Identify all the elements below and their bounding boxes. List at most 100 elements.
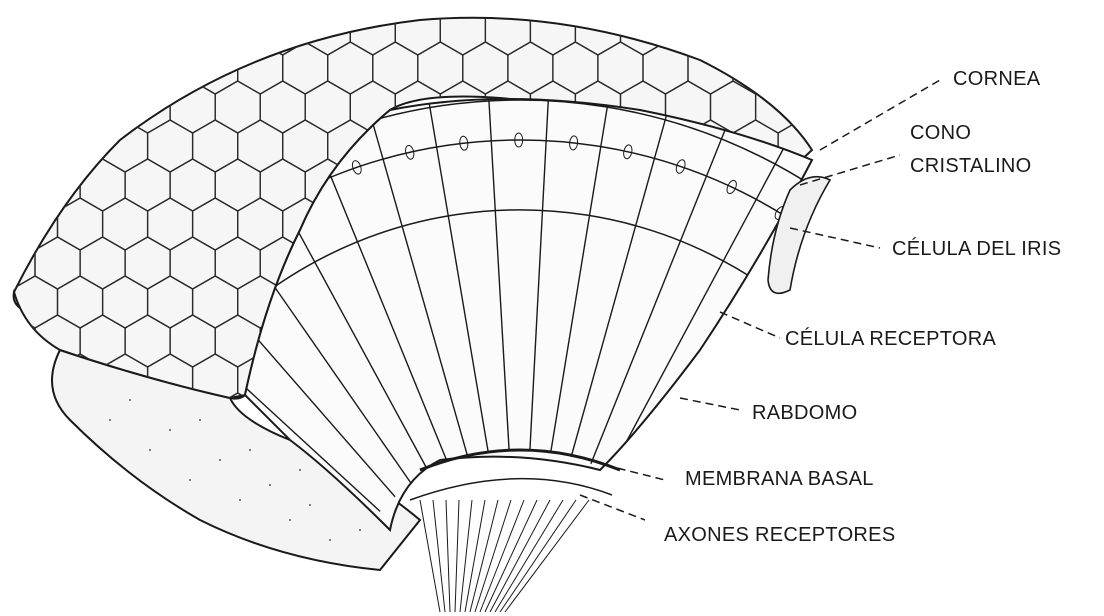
facet-hexagon <box>891 3 936 55</box>
facet-hexagon <box>801 237 846 289</box>
leader-receptora <box>720 312 780 338</box>
facet-hexagon <box>846 3 891 55</box>
facet-hexagon <box>868 120 913 172</box>
leader-cono <box>800 155 900 185</box>
facet-hexagon <box>13 42 58 94</box>
facet-hexagon <box>35 81 80 133</box>
facet-hexagon <box>1026 549 1071 601</box>
ommatidium-wall <box>684 358 1004 545</box>
facet-hexagon <box>1003 0 1048 16</box>
label-axones-receptores: AXONES RECEPTORES <box>664 522 895 548</box>
facet-hexagon <box>688 0 733 16</box>
facet-hexagon <box>868 354 913 406</box>
facet-hexagon <box>891 549 936 601</box>
facet-hexagon <box>711 393 756 445</box>
facet-hexagon <box>148 510 193 562</box>
facet-hexagon <box>13 354 58 406</box>
receptor-nucleus <box>929 357 945 371</box>
facet-hexagon <box>0 159 35 211</box>
facet-hexagon <box>666 549 711 601</box>
facet-hexagon <box>1003 510 1048 562</box>
label-rabdomo: RABDOMO <box>752 400 857 426</box>
facet-hexagon <box>981 393 1026 445</box>
axon-fibre <box>420 500 440 612</box>
facet-hexagon <box>823 0 868 16</box>
facet-hexagon <box>440 549 485 601</box>
facet-hexagon <box>621 549 666 601</box>
axon-fibre <box>470 500 498 612</box>
facet-hexagon <box>958 432 1003 484</box>
facet-hexagon <box>733 0 778 16</box>
facet-hexagon <box>13 432 58 484</box>
facet-hexagon <box>0 393 35 445</box>
facet-hexagon <box>1003 354 1048 406</box>
facet-hexagon <box>58 0 103 16</box>
facet-hexagon <box>733 354 778 406</box>
leader-axones <box>580 495 645 520</box>
facet-hexagon <box>103 510 148 562</box>
facet-hexagon <box>58 120 103 172</box>
facet-hexagon <box>0 354 13 406</box>
facet-hexagon <box>215 3 260 55</box>
facet-hexagon <box>868 276 913 328</box>
label-cornea: CORNEA <box>953 66 1040 92</box>
facet-hexagon <box>958 510 1003 562</box>
facet-hexagon <box>0 510 13 562</box>
facet-hexagon <box>13 120 58 172</box>
facet-hexagon <box>688 354 733 406</box>
facet-hexagon <box>958 276 1003 328</box>
facet-hexagon <box>0 276 13 328</box>
label-cono-line1: CONO <box>910 120 971 146</box>
facet-hexagon <box>103 42 148 94</box>
facet-hexagon <box>868 0 913 16</box>
facet-hexagon <box>0 549 35 601</box>
facet-hexagon <box>823 120 868 172</box>
facet-hexagon <box>711 3 756 55</box>
facet-hexagon <box>801 81 846 133</box>
receptor-nucleus <box>1007 563 1022 573</box>
facet-hexagon <box>801 549 846 601</box>
facet-hexagon <box>778 0 823 16</box>
facet-hexagon <box>0 198 13 250</box>
facet-hexagon <box>125 3 170 55</box>
facet-hexagon <box>463 0 508 16</box>
receptor-nucleus <box>818 236 833 252</box>
label-celula-iris: CÉLULA DEL IRIS <box>892 236 1061 262</box>
facet-hexagon <box>936 3 981 55</box>
facet-hexagon <box>868 42 913 94</box>
facet-hexagon <box>913 510 958 562</box>
facet-hexagon <box>238 0 283 16</box>
facet-hexagon <box>666 393 711 445</box>
facet-hexagon <box>170 549 215 601</box>
facet-hexagon <box>913 354 958 406</box>
facet-hexagon <box>80 471 125 523</box>
axon-fibre <box>455 500 459 612</box>
facet-hexagon <box>575 549 620 601</box>
facet-hexagon <box>643 0 688 16</box>
facet-hexagon <box>0 432 13 484</box>
facet-hexagon <box>0 120 13 172</box>
axon-fibre <box>460 500 472 612</box>
facet-hexagon <box>170 3 215 55</box>
facet-hexagon <box>328 0 373 16</box>
facet-hexagon <box>778 42 823 94</box>
facet-hexagon <box>936 471 981 523</box>
facet-hexagon <box>846 159 891 211</box>
facet-hexagon <box>868 432 913 484</box>
facet-hexagon <box>35 549 80 601</box>
facet-hexagon <box>823 42 868 94</box>
facet-hexagon <box>891 393 936 445</box>
facet-hexagon <box>58 42 103 94</box>
facet-hexagon <box>598 510 643 562</box>
axon-fibre <box>465 500 485 612</box>
facet-hexagon <box>58 510 103 562</box>
facet-hexagon <box>778 354 823 406</box>
facet-hexagon <box>575 471 620 523</box>
facet-hexagon <box>958 354 1003 406</box>
facet-hexagon <box>981 3 1026 55</box>
facet-hexagon <box>958 0 1003 16</box>
facet-hexagon <box>1026 471 1071 523</box>
facet-hexagon <box>103 0 148 16</box>
facet-hexagon <box>485 549 530 601</box>
axon-fibre <box>446 500 450 612</box>
